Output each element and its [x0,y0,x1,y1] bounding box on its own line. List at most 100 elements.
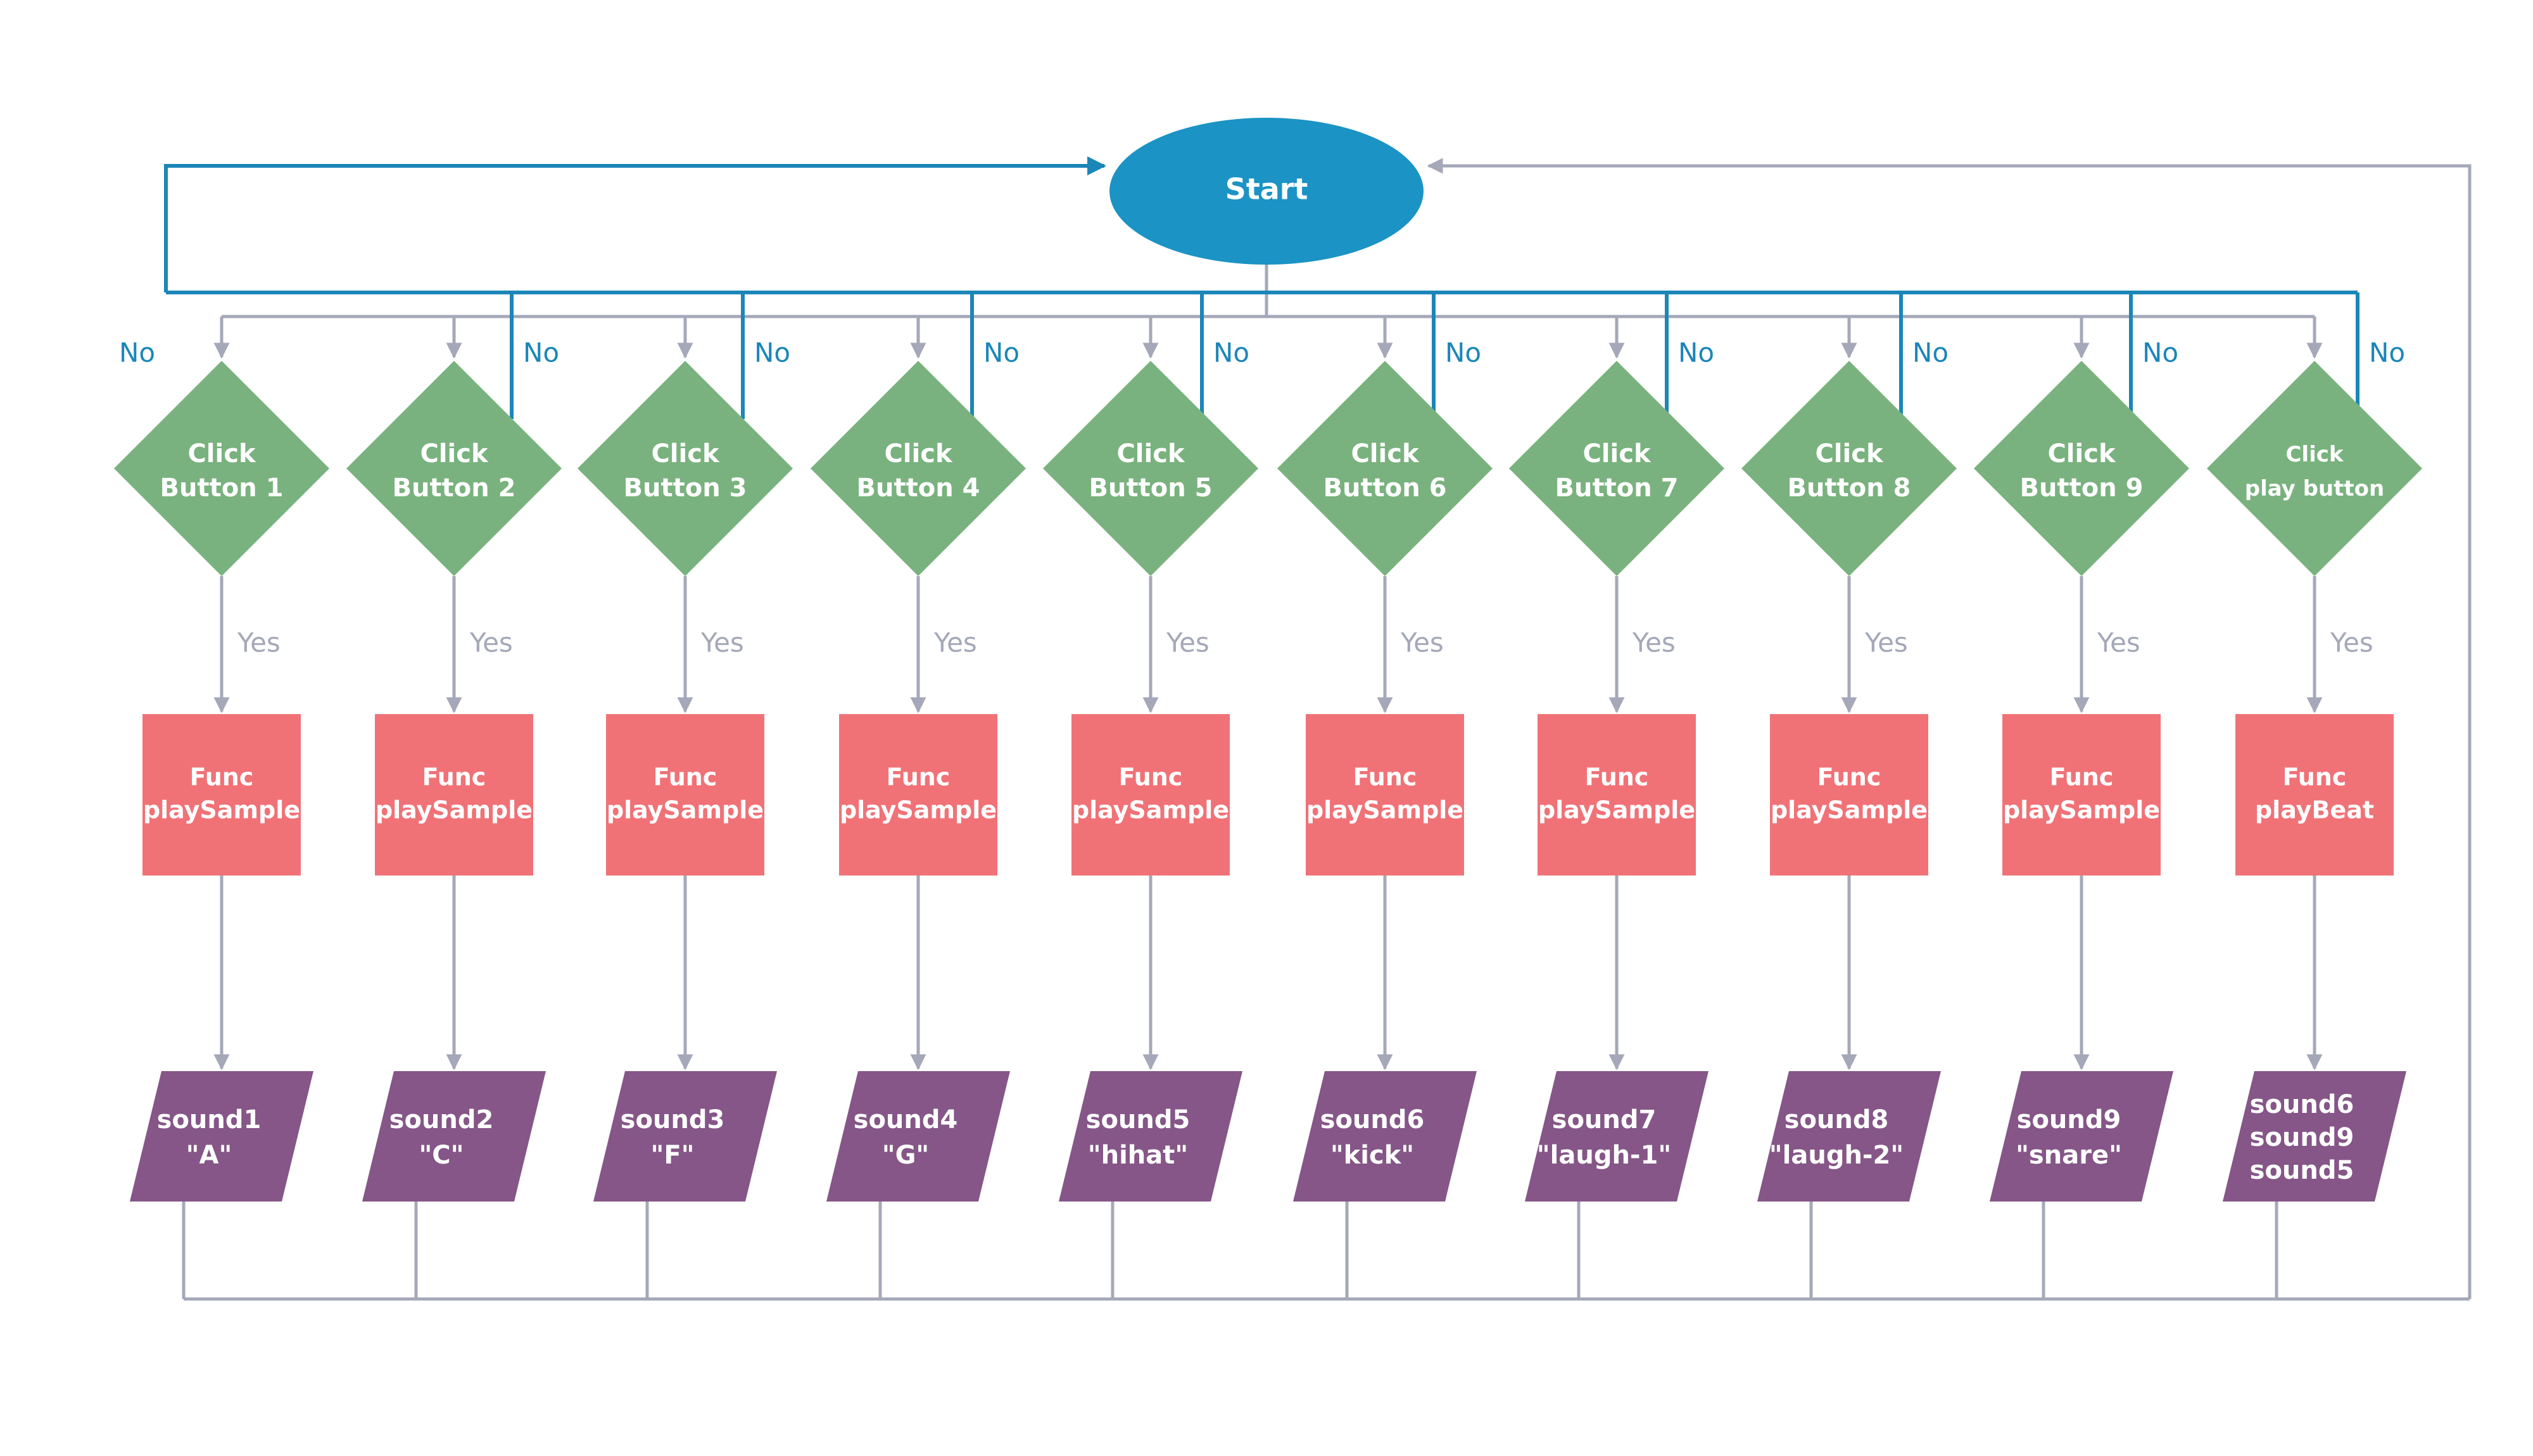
no-label-5: No [1213,337,1249,368]
output-1-label-line: "A" [186,1141,232,1170]
decision-5 [1043,361,1258,576]
output-9-label-line: sound9 [2017,1105,2121,1134]
process-1 [142,714,301,875]
process-5-label-line: playSample [1072,796,1229,824]
output-5-label-line: "hihat" [1088,1141,1188,1170]
output-8-label-line: sound8 [1784,1105,1889,1134]
no-label-1: No [119,337,155,368]
yes-label-8: Yes [1864,627,1908,658]
process-10-label-line: Func [2283,763,2347,791]
yes-label-6: Yes [1400,627,1444,658]
decision-10 [2207,361,2422,576]
process-2-label: Func playSample [376,763,533,824]
process-4 [839,714,997,875]
decision-4-label-line: Click [884,439,952,468]
decision-8 [1741,361,1957,576]
decision-10-label-line: play button [2245,476,2385,501]
process-9 [2002,714,2161,875]
yes-label-1: Yes [237,627,281,658]
output-8 [1757,1071,1941,1202]
process-2-label-line: Func [422,763,486,791]
decision-9-label-line: Button 9 [2020,474,2144,503]
decision-2-label-line: Click [420,439,488,468]
decision-6-label-line: Click [1351,439,1419,468]
output-10-label-line: sound9 [2250,1123,2354,1152]
process-9-label-line: Func [2050,763,2114,791]
process-8 [1770,714,1928,875]
process-9-label-line: playSample [2003,796,2160,824]
process-3-label-line: Func [654,763,717,791]
output-3 [593,1071,777,1202]
decision-5-label-line: Click [1116,439,1185,468]
process-10 [2235,714,2394,875]
output-6 [1293,1071,1477,1202]
output-9-label-line: "snare" [2016,1141,2122,1170]
start-node [1109,118,1424,265]
output-10-label-line: sound6 [2250,1090,2354,1119]
process-7-label-line: playSample [1538,796,1695,824]
no-label-6: No [1445,337,1481,368]
process-4-label-line: playSample [840,796,997,824]
process-7-label: Func playSample [1538,763,1695,824]
output-1-label: sound1 "A" [157,1105,262,1170]
output-3-label: sound3 "F" [621,1105,725,1170]
yes-label-3: Yes [700,627,744,658]
output-8-label-line: "laugh-2" [1769,1141,1904,1170]
process-3 [606,714,764,875]
decision-1-label-line: Button 1 [160,474,284,503]
process-7-label-line: Func [1585,763,1649,791]
process-5-label-line: Func [1119,763,1183,791]
process-8-label: Func playSample [1771,763,1928,824]
no-label-4: No [983,337,1020,368]
output-3-label-line: "F" [650,1141,694,1170]
output-5-label: sound5 "hihat" [1086,1105,1191,1170]
decision-3-label-line: Click [651,439,719,468]
process-10-label-line: playBeat [2255,796,2374,824]
process-5-label: Func playSample [1072,763,1229,824]
no-label-8: No [1912,337,1949,368]
decision-6 [1277,361,1493,576]
no-label-7: No [1678,337,1714,368]
process-8-label-line: Func [1817,763,1881,791]
decision-8-label-line: Button 8 [1788,474,1911,503]
decision-10-label-line: Click [2285,442,2344,467]
output-4-label-line: sound4 [854,1105,958,1134]
output-2 [362,1071,546,1202]
output-5-label-line: sound5 [1086,1105,1191,1134]
edge-label-layer: YesNoYesNoYesNoYesNoYesNoYesNoYesNoYesNo… [119,337,2405,658]
no-label-3: No [754,337,790,368]
output-2-label-line: "C" [419,1141,464,1170]
decision-3-label-line: Button 3 [624,474,747,503]
decision-9 [1974,361,2189,576]
process-9-label: Func playSample [2003,763,2160,824]
connector-layer [164,156,2472,1301]
return-to-start-arrow [1427,158,2472,1299]
output-1-label-line: sound1 [157,1105,262,1134]
process-2-label-line: playSample [376,796,533,824]
output-7-label-line: sound7 [1552,1105,1657,1134]
decision-10-label: Click play button [2245,442,2385,501]
output-2-label: sound2"C" [389,1105,494,1170]
no-label-9: No [2142,337,2178,368]
output-9 [1990,1071,2173,1202]
output-3-label-line: sound3 [621,1105,725,1134]
decision-5-label-line: Button 5 [1089,474,1213,503]
output-4-label-line: "G" [882,1141,930,1170]
output-7-label: sound7"laugh-1" [1537,1105,1671,1170]
output-1 [130,1071,313,1202]
process-8-label-line: playSample [1771,796,1928,824]
output-8-label: sound8 "laugh-2" [1769,1105,1904,1170]
process-6 [1306,714,1464,875]
